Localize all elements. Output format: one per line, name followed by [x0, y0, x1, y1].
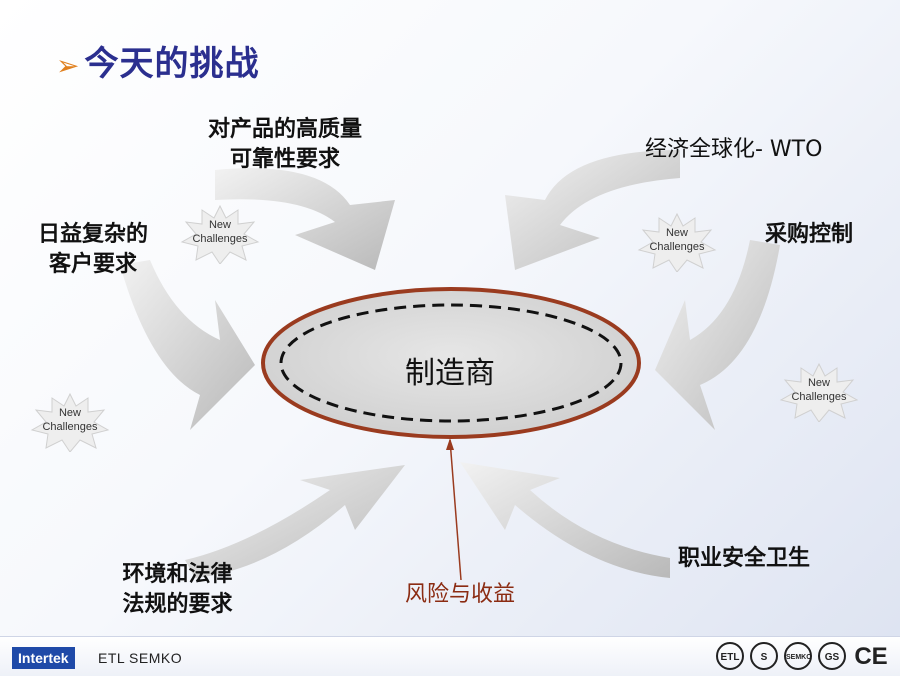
- center-label: 制造商: [405, 356, 495, 391]
- burst-line2: Challenges: [192, 233, 248, 245]
- s-mark-icon: S: [750, 642, 778, 670]
- label-risk: 风险与收益: [404, 582, 515, 607]
- label-quality-line1: 对产品的高质量: [207, 117, 362, 142]
- semko-mark-icon: SEMKO: [784, 642, 812, 670]
- burst-line2: Challenges: [42, 421, 98, 433]
- risk-pointer-line: [449, 439, 462, 581]
- label-environment: 环境和法律 法规的要求: [110, 560, 245, 620]
- manufacturer-ellipse: [261, 287, 641, 439]
- etl-mark-icon: ETL: [716, 642, 744, 670]
- certification-marks: ETL S SEMKO GS CE: [716, 642, 890, 672]
- title-text: 今天的挑战: [84, 44, 260, 84]
- label-environment-line2: 法规的要求: [122, 592, 233, 617]
- label-ohs: 职业安全卫生: [678, 546, 811, 571]
- arrow-top-left: [215, 168, 395, 270]
- burst-line2: Challenges: [791, 391, 847, 403]
- label-customer-line1: 日益复杂的: [37, 222, 148, 247]
- label-quality-line2: 可靠性要求: [229, 147, 340, 172]
- intertek-logo: Intertek: [12, 647, 75, 669]
- brand-name: ETL SEMKO: [98, 650, 183, 666]
- footer-bar: Intertek ETL SEMKO ETL S SEMKO GS CE: [0, 636, 900, 676]
- label-environment-line1: 环境和法律: [122, 562, 233, 587]
- slide-title: ➢今天的挑战: [56, 36, 259, 85]
- burst-line1: New: [807, 377, 830, 389]
- arrow-left: [120, 260, 255, 430]
- title-bullet-icon: ➢: [56, 49, 81, 82]
- label-globalization: 经济全球化- WTO: [645, 137, 823, 162]
- label-procurement: 采购控制: [765, 222, 854, 247]
- burst-line1: New: [208, 219, 231, 231]
- burst-line1: New: [665, 227, 688, 239]
- arrow-bottom-right: [460, 462, 670, 578]
- label-quality: 对产品的高质量 可靠性要求: [190, 115, 380, 175]
- arrow-right: [655, 240, 780, 430]
- burst-line2: Challenges: [649, 241, 705, 253]
- arrow-bottom-left: [185, 465, 405, 578]
- arrow-top-right: [505, 150, 680, 270]
- gs-mark-icon: GS: [818, 642, 846, 670]
- label-customer: 日益复杂的 客户要求: [28, 220, 158, 280]
- label-customer-line2: 客户要求: [48, 252, 137, 277]
- diagram-arrows: [120, 150, 780, 581]
- ce-mark-icon: CE: [854, 643, 888, 670]
- burst-line1: New: [58, 407, 81, 419]
- manufacturer-dashed-ring: [279, 303, 623, 423]
